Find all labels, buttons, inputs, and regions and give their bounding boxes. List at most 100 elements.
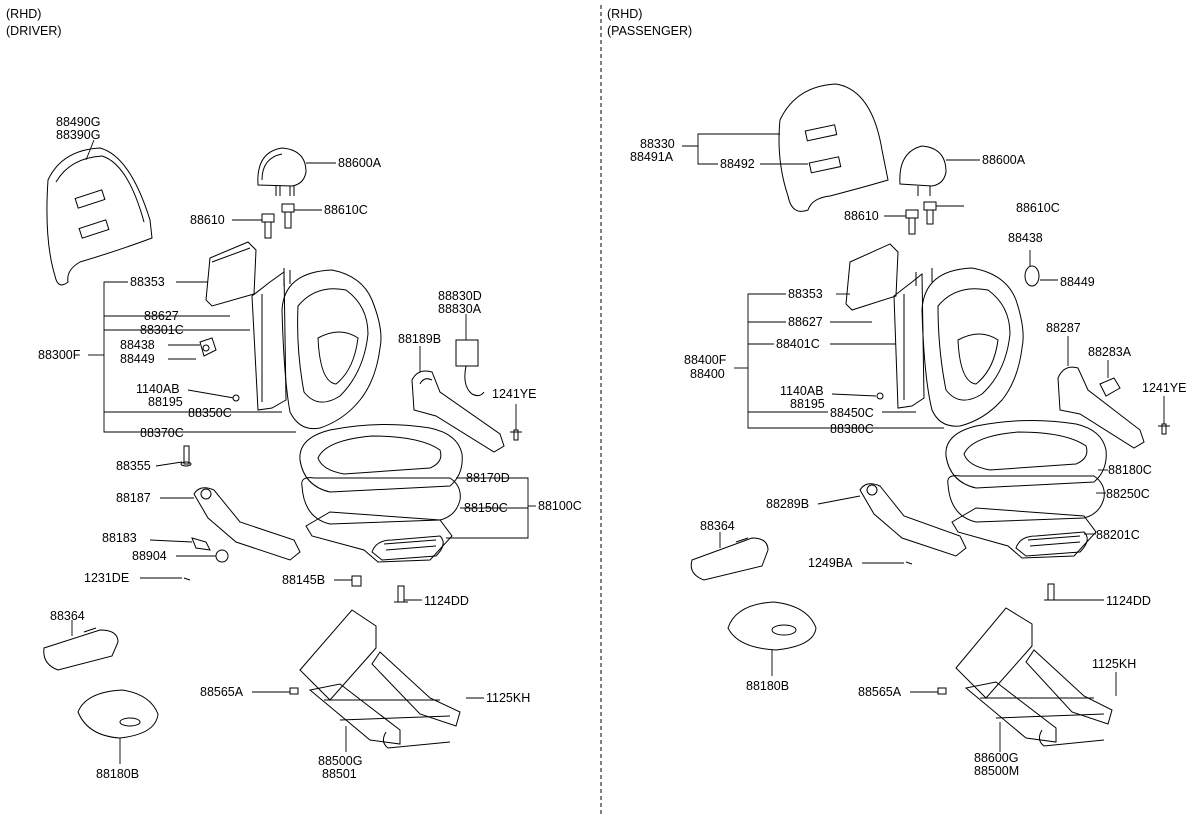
right-pad-drawing xyxy=(727,601,817,651)
right-screw-1249BA xyxy=(905,561,913,565)
right-rail-frame-drawing xyxy=(955,607,1113,747)
label-88145B: 88145B xyxy=(282,573,325,587)
label-88100C: 88100C xyxy=(538,499,582,513)
label-r88287: 88287 xyxy=(1046,321,1081,335)
label-88301C: 88301C xyxy=(140,323,184,337)
label-r1124DD: 1124DD xyxy=(1106,594,1151,608)
left-pin-drawing xyxy=(180,445,192,467)
label-r88353: 88353 xyxy=(788,287,823,301)
label-r88180B: 88180B xyxy=(746,679,789,693)
right-bolt-1124DD xyxy=(1044,583,1058,601)
right-side-trim-drawing xyxy=(1057,366,1145,449)
left-screw-1231DE xyxy=(183,577,191,581)
right-seat-pan-drawing xyxy=(951,507,1097,559)
label-r88500M: 88500M xyxy=(974,764,1019,778)
left-back-panel-drawing xyxy=(46,147,153,286)
label-r1249BA: 1249BA xyxy=(808,556,853,570)
label-r88180C: 88180C xyxy=(1108,463,1152,477)
label-r88610C: 88610C xyxy=(1016,201,1060,215)
label-r88201C: 88201C xyxy=(1096,528,1140,542)
left-headrest-guides-drawing xyxy=(261,203,295,239)
label-r88250C: 88250C xyxy=(1106,487,1150,501)
left-seatback-drawing xyxy=(251,268,382,430)
right-side-cover-drawing xyxy=(859,483,967,557)
label-r88450C: 88450C xyxy=(830,406,874,420)
left-cover-88364-drawing xyxy=(43,627,119,671)
label-88600A: 88600A xyxy=(338,156,382,170)
left-side-trim-drawing xyxy=(411,370,505,453)
left-knob-drawing xyxy=(191,537,211,551)
left-seat-cushion-drawing xyxy=(299,423,463,525)
left-clip-88565A xyxy=(289,687,299,695)
label-88627: 88627 xyxy=(144,309,179,323)
label-r88627: 88627 xyxy=(788,315,823,329)
label-1231DE: 1231DE xyxy=(84,571,129,585)
label-88195: 88195 xyxy=(148,395,183,409)
left-clip-88145B xyxy=(351,575,362,587)
label-r88364: 88364 xyxy=(700,519,735,533)
left-seat-heading: (DRIVER) xyxy=(6,24,62,38)
right-cover-88364-drawing xyxy=(690,537,769,581)
right-headrest-drawing xyxy=(899,145,947,196)
left-bolt-1140AB xyxy=(232,394,240,402)
label-1124DD: 1124DD xyxy=(424,594,469,608)
label-r88610: 88610 xyxy=(844,209,879,223)
right-seat-cushion-drawing xyxy=(945,419,1107,523)
label-88353: 88353 xyxy=(130,275,165,289)
label-88150C: 88150C xyxy=(464,501,508,515)
label-r88449: 88449 xyxy=(1060,275,1095,289)
label-1241YE: 1241YE xyxy=(492,387,536,401)
label-88610C: 88610C xyxy=(324,203,368,217)
left-side-cover-drawing xyxy=(193,487,301,561)
right-seat-heading: (PASSENGER) xyxy=(607,24,692,38)
label-r1125KH: 1125KH xyxy=(1092,657,1136,671)
label-88390G: 88390G xyxy=(56,128,100,142)
label-88830D: 88830D xyxy=(438,289,482,303)
label-88830A: 88830A xyxy=(438,302,482,316)
label-88300F: 88300F xyxy=(38,348,81,362)
label-88449: 88449 xyxy=(120,352,155,366)
right-clip-88565A xyxy=(937,687,947,695)
label-r88438: 88438 xyxy=(1008,231,1043,245)
left-screw-1241YE xyxy=(510,429,522,441)
left-rail-frame-drawing xyxy=(299,609,461,749)
label-88490G: 88490G xyxy=(56,115,100,129)
label-88501: 88501 xyxy=(322,767,357,781)
label-r88401C: 88401C xyxy=(776,337,820,351)
left-bolt-1124DD xyxy=(394,585,408,603)
left-buckle-drawing xyxy=(455,339,485,397)
label-r88600A: 88600A xyxy=(982,153,1026,167)
label-88492: 88492 xyxy=(720,157,755,171)
label-r88380C: 88380C xyxy=(830,422,874,436)
label-1125KH: 1125KH xyxy=(486,691,530,705)
left-pad-drawing xyxy=(77,689,159,739)
label-88491A: 88491A xyxy=(630,150,674,164)
label-88610: 88610 xyxy=(190,213,225,227)
left-headrest-drawing xyxy=(257,147,307,196)
label-88565A: 88565A xyxy=(200,685,244,699)
label-r88565A: 88565A xyxy=(858,685,902,699)
label-r1140AB: 1140AB xyxy=(780,384,824,398)
label-88364: 88364 xyxy=(50,609,85,623)
label-88904: 88904 xyxy=(132,549,167,563)
left-back-board-drawing xyxy=(205,241,257,307)
right-back-board-drawing xyxy=(845,243,899,311)
label-88350C: 88350C xyxy=(188,406,232,420)
label-88370C: 88370C xyxy=(140,426,184,440)
label-r88400: 88400 xyxy=(690,367,725,381)
left-lever-drawing xyxy=(199,337,217,357)
right-knob-88283A xyxy=(1099,377,1121,397)
right-bolt-1140AB xyxy=(876,392,884,400)
label-88170D: 88170D xyxy=(466,471,510,485)
left-seat-pan-drawing xyxy=(305,511,453,563)
left-clip-drawing xyxy=(215,549,229,563)
right-side-heading: (RHD) xyxy=(607,7,642,21)
label-r88600G: 88600G xyxy=(974,751,1018,765)
label-r88400F: 88400F xyxy=(684,353,727,367)
label-1140AB: 1140AB xyxy=(136,382,180,396)
right-headrest-guides-drawing xyxy=(905,201,937,235)
right-seatback-drawing xyxy=(893,267,1024,427)
right-back-panel-drawing xyxy=(778,83,889,212)
label-88180B: 88180B xyxy=(96,767,139,781)
